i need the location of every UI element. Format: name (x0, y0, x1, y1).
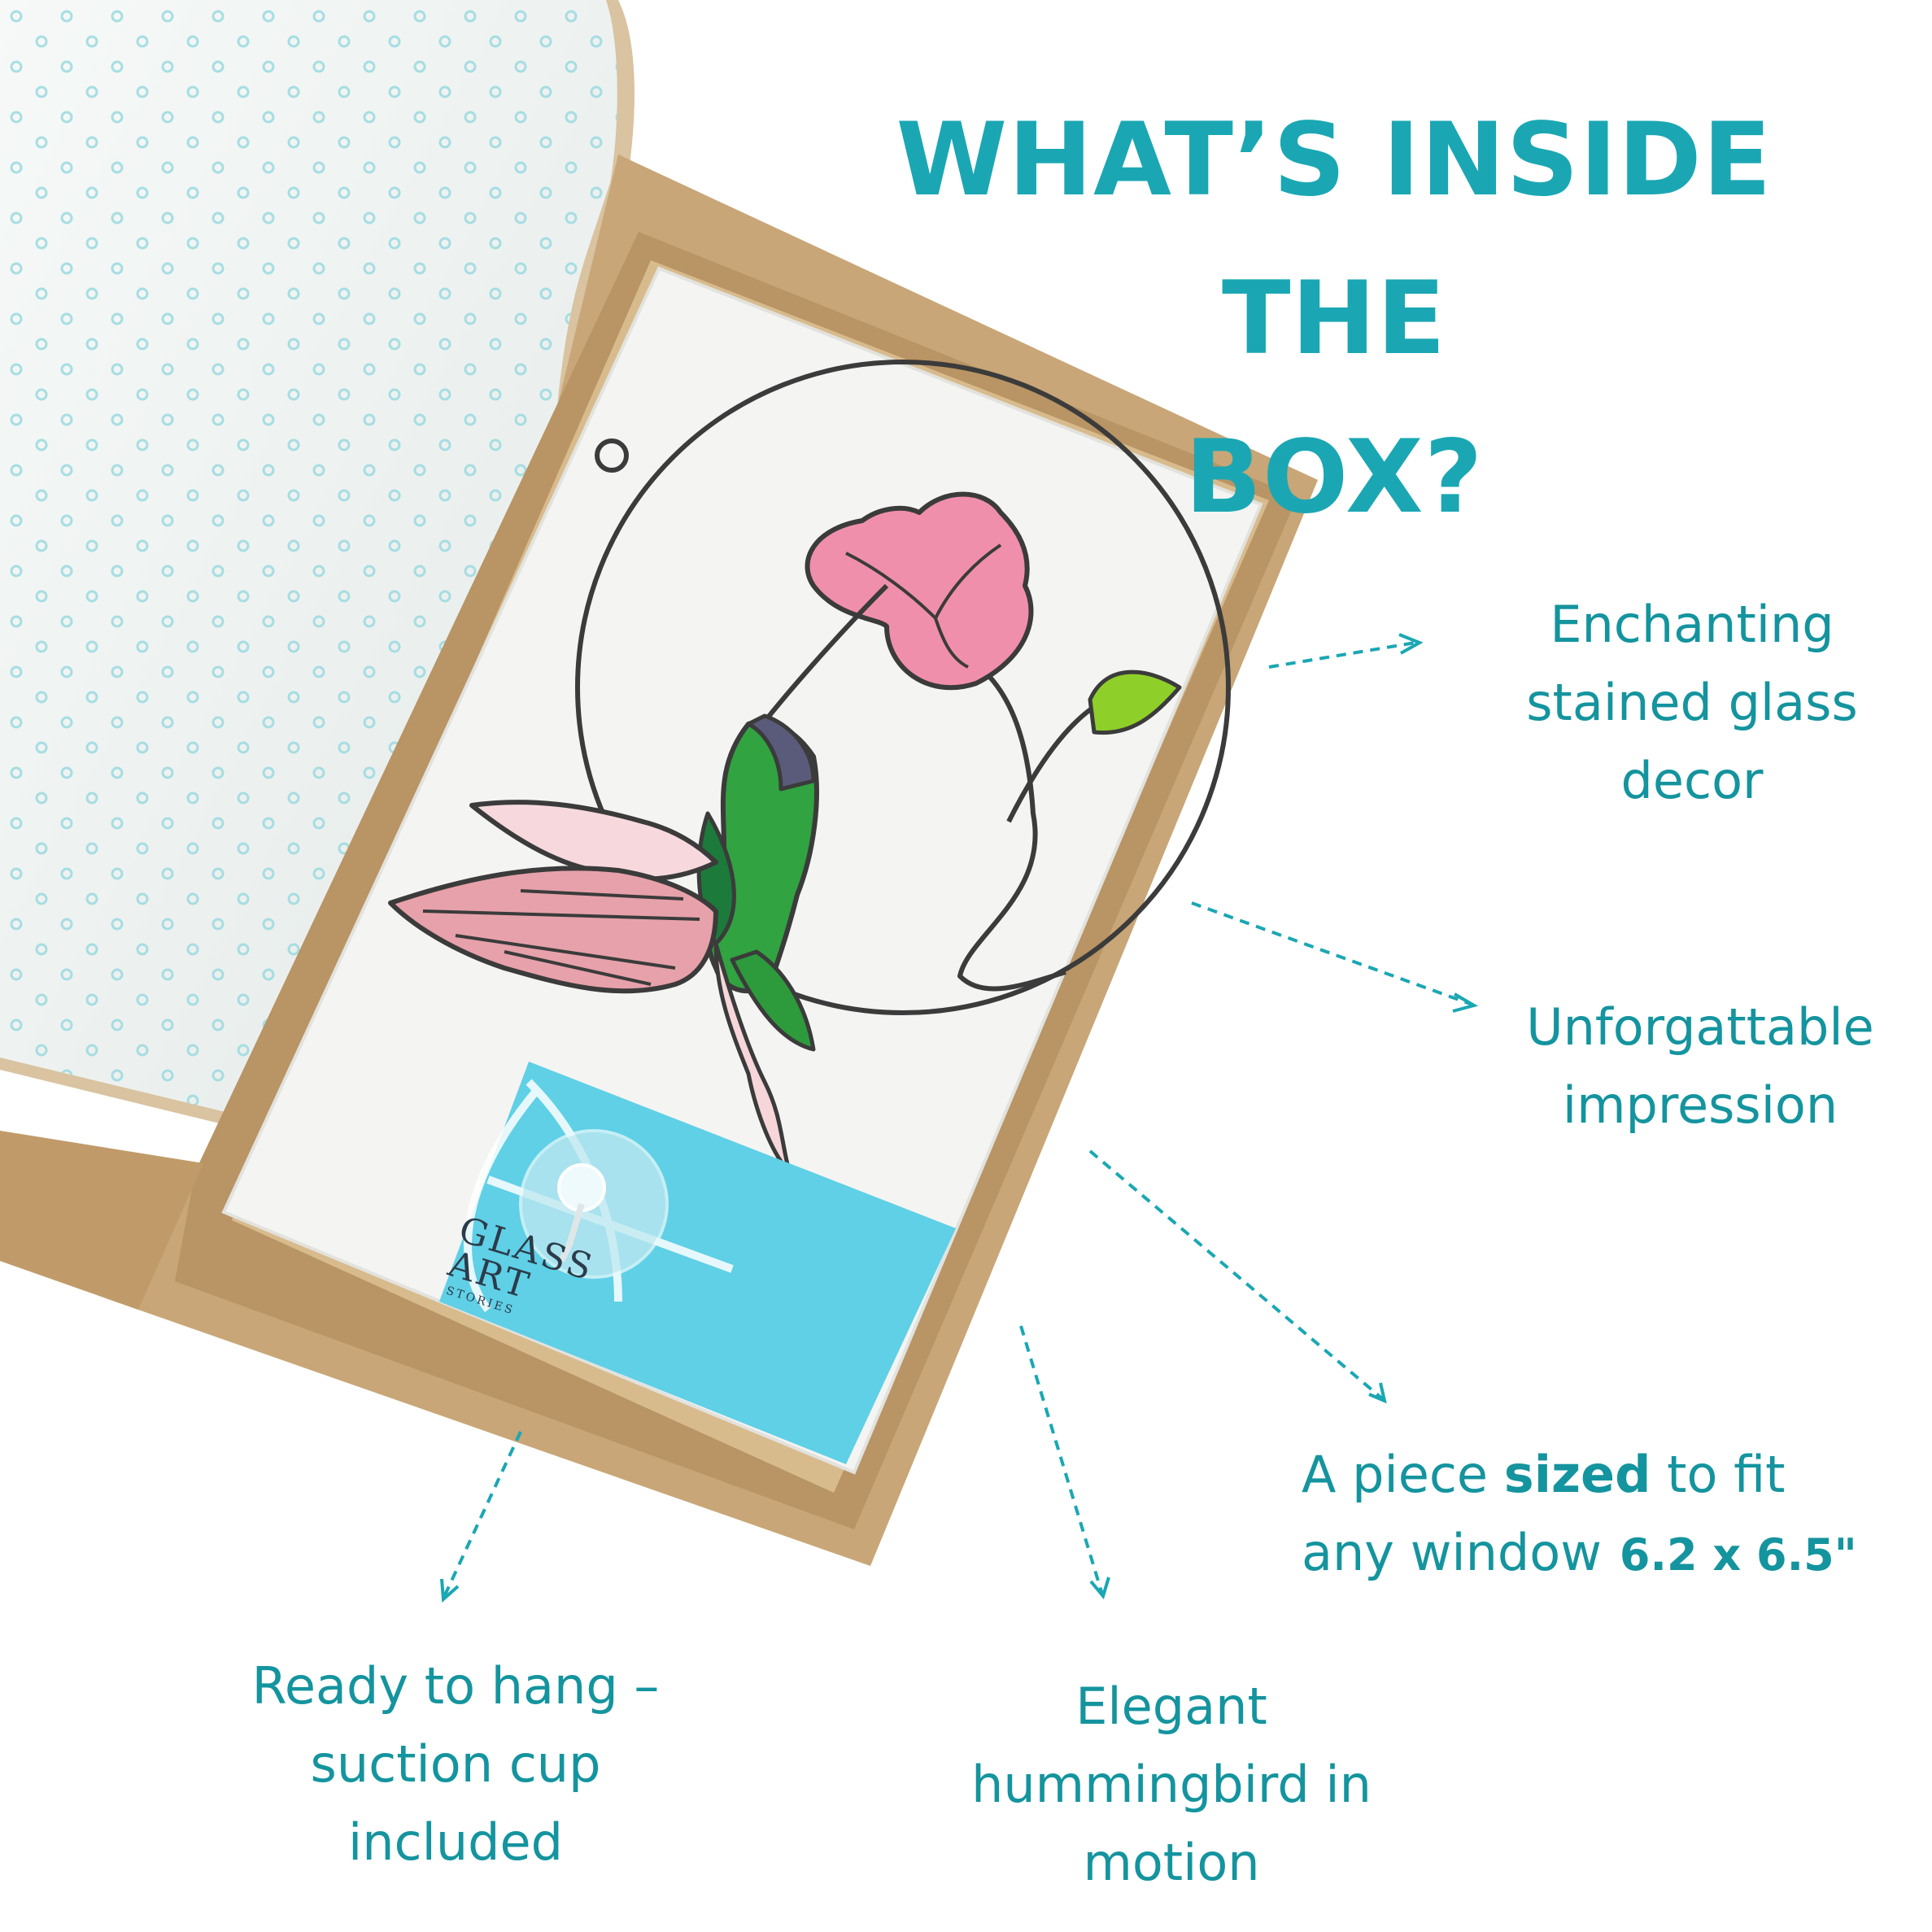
stained-glass-hummingbird (388, 360, 1231, 1174)
box-lid (0, 0, 635, 1163)
arrow-hang (442, 1431, 522, 1599)
callout-decor: Enchanting stained glass decor (1526, 595, 1858, 810)
callout-arrows (442, 641, 1473, 1599)
arrow-hummingbird (1019, 1325, 1104, 1595)
arrow-decor (1268, 641, 1416, 669)
page-title: WHAT’S INSIDE THE BOX? (797, 81, 1871, 557)
callout-hummingbird: Elegant hummingbird in motion (971, 1677, 1372, 1892)
title-line-1: WHAT’S INSIDE THE (896, 102, 1773, 377)
title-line-2: BOX? (1184, 419, 1484, 536)
dimensions-value: 6.2 x 6.5" (1619, 1529, 1857, 1581)
arrow-size (1088, 1149, 1385, 1401)
arrow-impression (1191, 901, 1473, 1006)
callout-hang: Ready to hang – suction cup included (251, 1656, 660, 1872)
callout-impression: Unforgattable impression (1526, 997, 1874, 1135)
brand-card (439, 1062, 956, 1464)
